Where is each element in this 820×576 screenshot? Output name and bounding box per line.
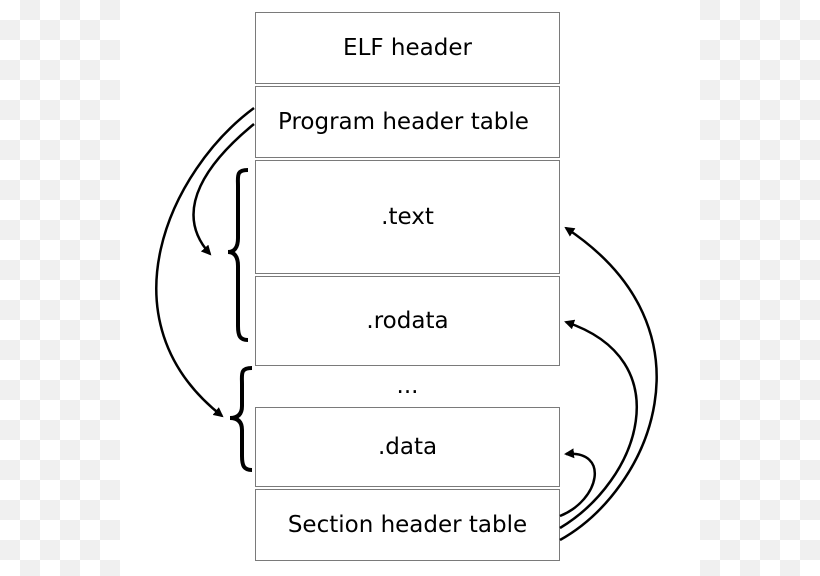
section-header-table-box: Section header table bbox=[255, 489, 560, 561]
data-section-label: .data bbox=[377, 434, 438, 460]
program-header-table-box: Program header table bbox=[255, 86, 560, 158]
program-header-arrow-to-text-segment bbox=[192, 123, 255, 256]
section-header-table-label: Section header table bbox=[287, 512, 528, 538]
ellipsis-label: ... bbox=[396, 373, 419, 399]
elf-header-box: ELF header bbox=[255, 12, 560, 84]
program-header-table-label: Program header table bbox=[278, 109, 529, 135]
segment-brace-lower bbox=[229, 366, 253, 472]
text-section-box: .text bbox=[255, 160, 560, 274]
data-section-box: .data bbox=[255, 407, 560, 487]
section-header-arrow-to-data bbox=[559, 448, 596, 518]
text-section-label: .text bbox=[381, 204, 434, 230]
segment-brace-upper bbox=[227, 168, 249, 342]
section-header-arrow-to-rodata bbox=[559, 319, 638, 530]
elf-header-label: ELF header bbox=[343, 35, 472, 61]
ellipsis-gap: ... bbox=[255, 368, 560, 404]
program-header-arrow-to-data-segment bbox=[155, 106, 255, 418]
rodata-section-label: .rodata bbox=[366, 308, 449, 334]
section-header-arrow-to-text bbox=[559, 226, 658, 542]
rodata-section-box: .rodata bbox=[255, 276, 560, 366]
